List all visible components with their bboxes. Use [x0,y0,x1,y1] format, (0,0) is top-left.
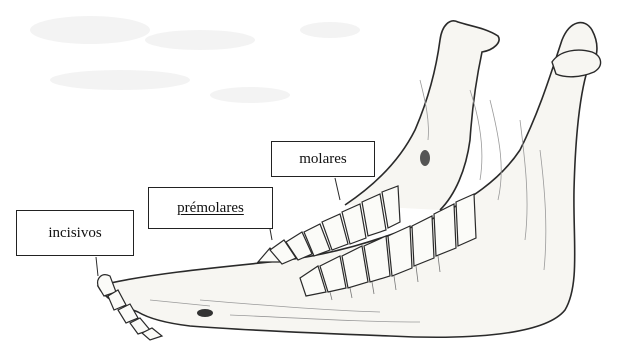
label-incisivos-text: incisivos [48,226,101,241]
mandibular-foramen [420,150,430,166]
label-premolares-text: prémolares [177,201,244,216]
background-smudges [30,16,360,103]
ascending-ramus [345,21,499,210]
label-incisivos: incisivos [16,210,134,256]
label-molares-text: molares [299,152,346,167]
mandible-body [98,23,597,338]
mental-foramen [197,309,213,317]
label-molares: molares [271,141,375,177]
label-premolares: prémolares [148,187,273,229]
